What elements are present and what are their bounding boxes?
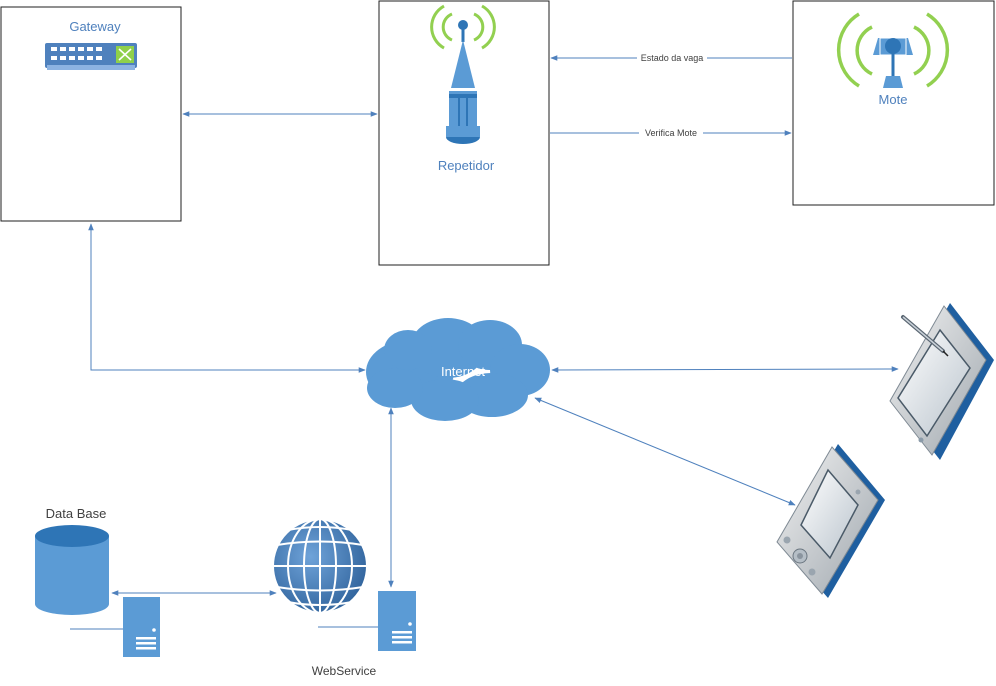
gateway-label: Gateway (69, 19, 121, 34)
internet-node[interactable]: Internet (366, 318, 550, 421)
globe-icon (272, 518, 368, 614)
mote-node[interactable]: Mote (792, 0, 995, 206)
internet-gateway-link (88, 223, 366, 373)
database-cylinder-icon (35, 525, 109, 615)
mote-label: Mote (879, 92, 908, 107)
database-server-icon (123, 597, 160, 657)
pda-node[interactable] (776, 444, 885, 598)
network-switch-icon (45, 43, 137, 70)
repetidor-label: Repetidor (438, 158, 495, 173)
internet-label: Internet (441, 364, 485, 379)
pda-icon (776, 444, 885, 598)
internet-tablet-link (551, 366, 899, 373)
wireless-sensor-icon (836, 12, 950, 88)
repetidor-node[interactable]: Repetidor (378, 0, 550, 266)
gateway-node[interactable]: Gateway (0, 6, 182, 222)
radio-tower-icon (430, 4, 496, 144)
webservice-node[interactable]: WebService (272, 518, 416, 678)
database-node[interactable]: Data Base (35, 506, 160, 657)
verifica-mote-label: Verifica Mote (645, 128, 697, 138)
estado-da-vaga-label: Estado da vaga (641, 53, 704, 63)
webservice-server-icon (378, 591, 416, 651)
cloud-icon (366, 318, 550, 421)
database-label: Data Base (46, 506, 107, 521)
internet-pda-link (534, 397, 796, 506)
webservice-label: WebService (312, 664, 377, 678)
tablet-node[interactable] (889, 303, 994, 460)
tablet-pc-icon (889, 303, 994, 460)
